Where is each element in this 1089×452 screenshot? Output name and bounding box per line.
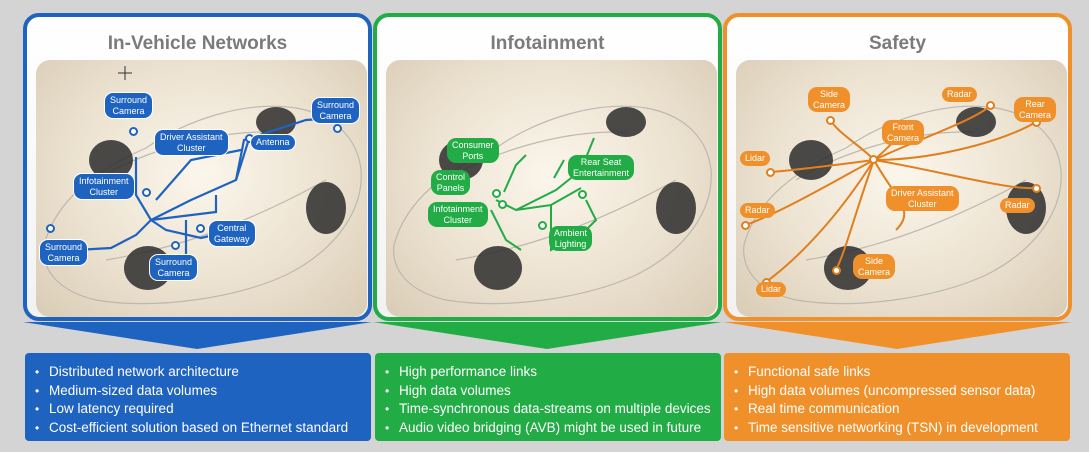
safety-panel: Safety (723, 13, 1072, 321)
down-arrow-icon (373, 322, 722, 349)
lidar-label: Lidar (756, 282, 787, 297)
side-camera-label: Side Camera (808, 87, 851, 112)
car-illustration: Consumer Ports Control Panels Infotainme… (386, 60, 717, 317)
car-illustration: Side Camera Radar Rear Camera Front Came… (736, 60, 1067, 317)
control-panels-label: Control Panels (431, 170, 471, 195)
node-dot (46, 224, 55, 233)
node-dot (171, 241, 180, 250)
infotainment-cluster-label: Infotainment Cluster (428, 202, 488, 227)
bullet-item: Real time communication (734, 400, 1070, 419)
bullet-item: Distributed network architecture (35, 363, 371, 382)
surround-camera-label: Surround Camera (311, 97, 361, 124)
node-dot (869, 155, 878, 164)
bullet-item: Medium-sized data volumes (35, 382, 371, 401)
panel-title: In-Vehicle Networks (107, 33, 288, 54)
node-dot (766, 168, 775, 177)
node-dot (986, 101, 995, 110)
surround-camera-label: Surround Camera (149, 254, 199, 281)
node-dot (492, 189, 501, 198)
lidar-label: Lidar (740, 151, 771, 166)
antenna-label: Antenna (250, 134, 296, 151)
surround-camera-label: Surround Camera (104, 92, 154, 119)
node-dot (142, 188, 151, 197)
bullet-item: Time-synchronous data-streams on multipl… (385, 400, 721, 419)
bullet-item: High performance links (385, 363, 721, 382)
radar-label: Radar (740, 203, 775, 218)
panel-title: Safety (868, 33, 927, 54)
node-dot (826, 116, 835, 125)
bullet-item: High data volumes (uncompressed sensor d… (734, 382, 1070, 401)
node-dot (832, 266, 841, 275)
in-vehicle-networks-panel: In-Vehicle Networks Surround Camer (23, 13, 372, 321)
infotainment-panel: Infotainment Consumer Ports Control Pane… (373, 13, 722, 321)
radar-label: Radar (1000, 198, 1035, 213)
node-dot (1032, 184, 1041, 193)
car-illustration: Surround Camera Surround Camera Driver A… (36, 60, 367, 317)
node-dot (333, 124, 342, 133)
front-camera-label: Front Camera (882, 120, 925, 145)
ambient-lighting-label: Ambient Lighting (549, 226, 593, 251)
driver-assistant-cluster-label: Driver Assistant Cluster (886, 186, 959, 211)
bullet-item: Low latency required (35, 400, 371, 419)
panel-title: Infotainment (490, 33, 605, 54)
node-dot (741, 221, 750, 230)
bullet-item: Cost-efficient solution based on Etherne… (35, 419, 371, 438)
down-arrow-icon (723, 322, 1072, 349)
rear-seat-entertainment-label: Rear Seat Entertainment (568, 155, 635, 180)
infotainment-cluster-label: Infotainment Cluster (73, 173, 135, 200)
crosshair-cursor-icon (118, 66, 132, 80)
bullet-item: High data volumes (385, 382, 721, 401)
node-dot (578, 190, 587, 199)
rear-camera-label: Rear Camera (1014, 97, 1057, 122)
bullet-item: Functional safe links (734, 363, 1070, 382)
safety-requirements-box: Functional safe links High data volumes … (724, 353, 1070, 441)
bullet-item: Audio video bridging (AVB) might be used… (385, 419, 721, 438)
network-requirements-box: Distributed network architecture Medium-… (25, 353, 371, 441)
surround-camera-label: Surround Camera (39, 239, 89, 266)
consumer-ports-label: Consumer Ports (447, 138, 499, 163)
node-dot (498, 200, 507, 209)
node-dot (538, 221, 547, 230)
node-dot (196, 224, 205, 233)
central-gateway-label: Central Gateway (208, 220, 256, 247)
side-camera-label: Side Camera (853, 254, 896, 279)
infotainment-requirements-box: High performance links High data volumes… (375, 353, 721, 441)
down-arrow-icon (23, 322, 372, 349)
driver-assistant-cluster-label: Driver Assistant Cluster (154, 129, 229, 156)
radar-label: Radar (942, 87, 977, 102)
node-dot (129, 127, 138, 136)
bullet-item: Time sensitive networking (TSN) in devel… (734, 419, 1070, 438)
